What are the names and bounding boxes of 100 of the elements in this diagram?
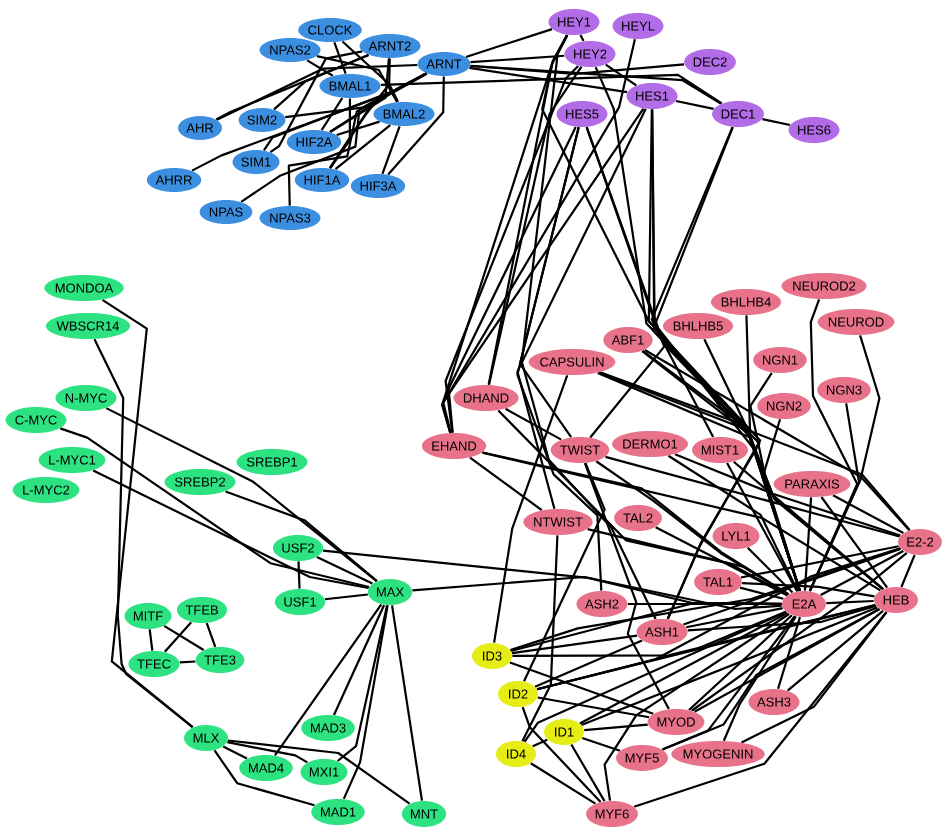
edge-line xyxy=(667,454,799,592)
edge-line xyxy=(390,605,424,801)
edge-line xyxy=(741,611,888,744)
edge-line xyxy=(316,556,373,585)
edge-line xyxy=(320,97,344,131)
edge-line xyxy=(674,453,901,537)
edge-line xyxy=(746,546,794,594)
edge-line xyxy=(342,605,389,800)
edge-line xyxy=(726,462,799,592)
edge-line xyxy=(332,604,386,716)
edge-line xyxy=(536,547,901,691)
edge-line xyxy=(683,547,902,626)
edge-line xyxy=(222,745,248,760)
edge-line xyxy=(694,608,881,713)
edge-line xyxy=(324,593,368,601)
edge-line xyxy=(482,451,790,596)
edge-line xyxy=(808,403,861,592)
edge-line xyxy=(470,54,565,64)
edge-line xyxy=(92,469,369,590)
edge-line xyxy=(603,613,790,801)
edge-line xyxy=(641,350,884,590)
edge-line xyxy=(530,762,596,805)
edge-line xyxy=(579,611,788,725)
edge-line xyxy=(334,124,391,171)
edge-line xyxy=(570,743,606,802)
edge-line xyxy=(605,455,900,538)
edge-line xyxy=(287,72,428,206)
edge-line xyxy=(105,407,378,583)
edge-line xyxy=(269,50,363,154)
edge-line xyxy=(482,451,881,592)
edge-line xyxy=(722,615,797,742)
edge-line xyxy=(493,374,569,643)
edge-line xyxy=(329,98,352,169)
edge-line xyxy=(820,549,904,597)
edge-line xyxy=(93,338,194,729)
edge-line xyxy=(465,28,553,58)
edge-line xyxy=(691,551,908,712)
edge-line xyxy=(742,582,875,598)
edge-line xyxy=(274,603,383,756)
edge-line xyxy=(469,66,628,94)
edge-line xyxy=(215,53,369,121)
edge-line xyxy=(512,604,876,658)
edge-line xyxy=(521,706,602,803)
edge-line xyxy=(739,586,784,600)
edge-line xyxy=(328,72,428,169)
edge-line xyxy=(470,64,722,105)
edge-line xyxy=(675,99,714,110)
edge-line xyxy=(227,741,308,764)
edge-line xyxy=(537,696,650,719)
edge-line xyxy=(469,456,543,512)
edge-line xyxy=(820,496,888,589)
edge-line xyxy=(516,108,647,509)
edge-line xyxy=(510,602,782,653)
edge-line xyxy=(101,299,194,729)
edge-line xyxy=(532,738,548,748)
edge-line xyxy=(733,460,884,590)
edge-line xyxy=(380,73,723,105)
edge-line xyxy=(655,526,788,597)
edge-line xyxy=(803,497,813,591)
edge-line xyxy=(605,63,637,87)
edge-line xyxy=(441,39,636,433)
edge-line xyxy=(686,607,783,629)
edge-line xyxy=(832,494,904,535)
edge-line xyxy=(387,76,445,176)
edge-line xyxy=(534,639,643,688)
edge-line xyxy=(163,624,205,651)
edge-line xyxy=(777,616,802,690)
edge-line xyxy=(740,545,899,579)
edge-line xyxy=(662,608,880,751)
edge-line xyxy=(225,490,378,582)
edge-line xyxy=(447,126,577,433)
edge-line xyxy=(470,63,685,75)
edge-line xyxy=(786,610,884,692)
edge-line xyxy=(581,606,878,727)
edge-line xyxy=(749,372,801,592)
edge-line xyxy=(179,660,196,664)
edge-line xyxy=(587,528,788,596)
edge-line xyxy=(598,371,911,531)
edge-line xyxy=(336,605,389,762)
edge-line xyxy=(164,621,193,653)
edge-line xyxy=(442,108,645,433)
edge-line xyxy=(662,615,796,751)
edge-line xyxy=(584,723,648,732)
edge-line xyxy=(595,460,789,596)
edge-line xyxy=(505,407,562,441)
edge-line xyxy=(381,125,401,175)
edge-line xyxy=(511,634,638,655)
edge-line xyxy=(510,547,901,652)
edge-line xyxy=(521,535,559,742)
edge-line xyxy=(583,462,670,710)
edge-line xyxy=(316,55,399,103)
edge-line xyxy=(581,737,621,752)
edge-line xyxy=(336,120,380,136)
edge-line xyxy=(341,40,399,103)
edge-line xyxy=(687,604,877,632)
edge-line xyxy=(644,349,911,531)
edge-line xyxy=(762,118,791,127)
edge-line xyxy=(306,59,334,77)
edge-line xyxy=(148,629,154,651)
edge-line xyxy=(523,611,787,743)
